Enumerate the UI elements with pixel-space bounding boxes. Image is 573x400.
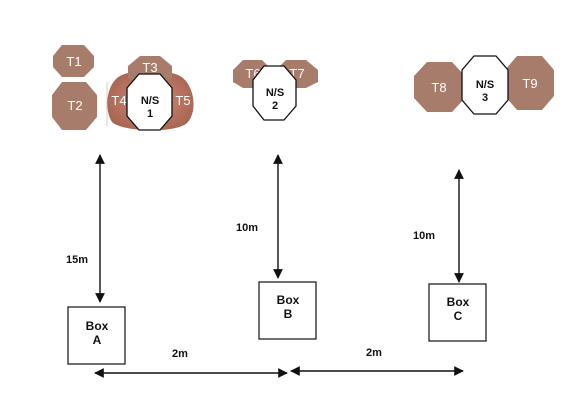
target-t8-label: T8 <box>431 80 446 95</box>
box-a-label-line2: A <box>93 333 102 347</box>
group-3: T8 T9 N/S 3 <box>414 55 554 115</box>
ns2-label-line1: N/S <box>266 87 284 99</box>
target-t3-label: T3 <box>142 60 157 75</box>
dist-b-to-ns2: 10m <box>236 222 258 234</box>
ns2-octagon <box>252 65 297 121</box>
box-c-label-line2: C <box>454 309 463 323</box>
dist-a-to-ns1: 15m <box>66 254 88 266</box>
ns2-label-line2: 2 <box>272 100 278 112</box>
target-t5-label: T5 <box>175 93 190 108</box>
dist-b-to-c: 2m <box>366 347 382 359</box>
dist-c-to-ns3: 10m <box>413 230 435 242</box>
box-b <box>258 281 317 340</box>
target-t9 <box>505 56 554 110</box>
ns3-octagon <box>461 55 509 115</box>
ns1-octagon <box>126 73 173 131</box>
target-t1 <box>53 45 94 77</box>
target-t2 <box>52 82 97 130</box>
dist-a-to-b: 2m <box>172 348 188 360</box>
target-t1-label: T1 <box>66 54 81 69</box>
box-a <box>67 306 126 365</box>
box-b-label-line1: Box <box>277 293 300 307</box>
group-2: T6 T7 N/S 2 <box>233 60 318 121</box>
box-c-label-line1: Box <box>447 295 470 309</box>
ns1-label-line1: N/S <box>141 95 159 107</box>
box-b-label-line2: B <box>284 307 293 321</box>
ns3-label-line2: 3 <box>482 92 488 104</box>
box-a-label-line1: Box <box>86 319 109 333</box>
ns3-label-line1: N/S <box>476 79 494 91</box>
ns1-label-line2: 1 <box>147 108 153 120</box>
box-c <box>428 283 487 342</box>
group-1: T1 T2 T3 T4 T5 N/S 1 <box>52 45 194 131</box>
target-t8 <box>414 62 465 112</box>
target-t9-label: T9 <box>522 76 537 91</box>
target-t2-label: T2 <box>67 98 82 113</box>
target-t4-label: T4 <box>111 93 126 108</box>
